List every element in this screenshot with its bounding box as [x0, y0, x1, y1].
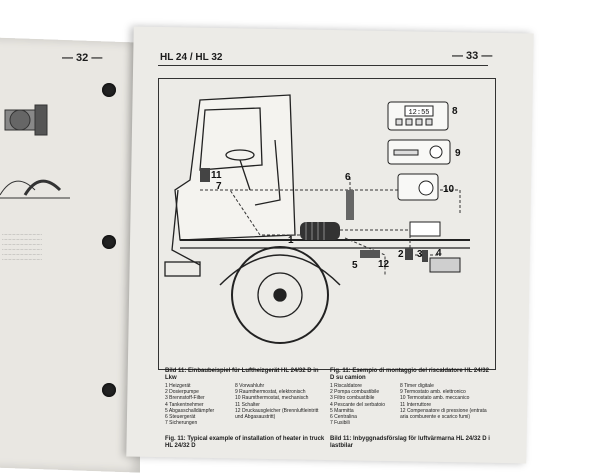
- left-page-diagram: [0, 104, 70, 199]
- legend-item: 4 Pescante del serbatoio: [330, 401, 386, 408]
- legend-it-right: 8 Timer digitale 9 Termostato amb. elett…: [400, 383, 492, 420]
- legend-item: 3 Filtro combustibile: [330, 395, 375, 402]
- left-page-text: ········································…: [2, 232, 42, 262]
- legend-item: 11 Interruttore: [400, 401, 432, 408]
- callout-8: 8: [452, 106, 458, 117]
- legend-item: 12 Compensatore di pressione (entrata ar…: [400, 407, 487, 421]
- callout-7: 7: [216, 181, 222, 192]
- electronic-thermostat-panel: [387, 139, 451, 165]
- callout-4: 4: [436, 248, 442, 259]
- legend-de-left: 1 Heizgerät 2 Dosierpumpe 3 Brennstoff-F…: [165, 383, 235, 426]
- timer-panel: 12:55: [387, 101, 449, 131]
- legend-item: 4 Tankentnehmer: [165, 401, 204, 408]
- callout-9: 9: [455, 148, 461, 159]
- callout-10: 10: [443, 184, 455, 195]
- heater-unit: [300, 222, 340, 240]
- legend-item: 1 Heizgerät: [165, 383, 191, 389]
- legend-item: 5 Abgasschalldämpfer: [165, 407, 215, 414]
- legend-item: 12 Druckausgleicher (Brennluftleintritt …: [235, 407, 319, 421]
- binder-hole: [102, 235, 116, 249]
- legend-item: 9 Termostato amb. elettronico: [400, 389, 466, 396]
- callout-3: 3: [417, 249, 423, 260]
- callout-11: 11: [211, 170, 222, 181]
- legend-item: 6 Centralina: [330, 414, 357, 421]
- truck-installation-diagram: 12:55: [164, 94, 470, 344]
- legend-item: 2 Dosierpumpe: [165, 389, 199, 396]
- legend-item: 8 Vorwahluhr: [235, 383, 265, 389]
- right-page-number: — 33 —: [452, 50, 493, 62]
- callout-1: 1: [288, 235, 294, 246]
- legend-it-left: 1 Riscaldatore 2 Pompa combustibile 3 Fi…: [330, 383, 398, 426]
- legend-de-right: 8 Vorwahluhr 9 Raumthermostat, elektroni…: [235, 383, 320, 420]
- timer-display: 12:55: [408, 109, 429, 117]
- legend-item: 5 Marmitta: [330, 407, 354, 414]
- legend-item: 7 Sicherungen: [165, 420, 198, 427]
- legend-item: 2 Pompa combustibile: [330, 389, 380, 396]
- photo-scene: — 32 — ·································…: [0, 26, 534, 473]
- header-rule: [158, 65, 488, 66]
- legend-item: 3 Brennstoff-Filter: [165, 395, 205, 402]
- legend-item: 7 Fusibili: [330, 420, 350, 427]
- legend-item: 6 Steuergerät: [165, 414, 196, 421]
- figure-title-it: Fig. 11: Esempio di montaggio del riscal…: [330, 368, 489, 381]
- legend-item: 8 Timer digitale: [400, 383, 434, 389]
- figure-title-de: Bild 11: Einbaubeispiel für Luftheizgerä…: [165, 368, 319, 381]
- callout-12: 12: [378, 259, 390, 270]
- legend-item: 10 Raumthermostat, mechanisch: [235, 395, 309, 402]
- legend-item: 11 Schalter: [235, 401, 260, 408]
- figure-title-en: Fig. 11: Typical example of installation…: [165, 436, 325, 449]
- binder-hole: [102, 383, 116, 397]
- page-header: HL 24 / HL 32: [160, 52, 223, 63]
- callout-2: 2: [398, 249, 404, 260]
- binder-hole: [102, 83, 116, 97]
- mechanical-thermostat-panel: [397, 173, 439, 201]
- callout-6: 6: [345, 172, 351, 183]
- legend-item: 9 Raumthermostat, elektronisch: [235, 389, 306, 396]
- left-page-number: — 32 —: [62, 52, 103, 64]
- diagram-frame: [158, 78, 496, 370]
- legend-item: 1 Riscaldatore: [330, 383, 362, 389]
- callout-5: 5: [352, 260, 358, 271]
- legend-item: 10 Termostato amb. meccanico: [400, 395, 470, 402]
- figure-title-sv: Bild 11: Inbyggnadsförslag för luftvärma…: [330, 436, 490, 449]
